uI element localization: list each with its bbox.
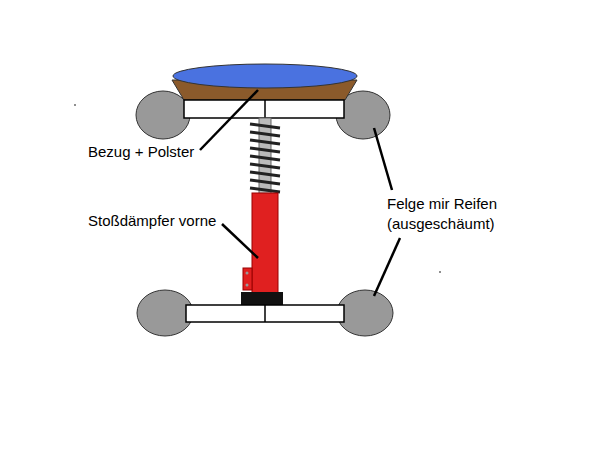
- coil-winding: [250, 180, 280, 184]
- spring-coils: [250, 124, 280, 192]
- leader-line: [374, 128, 392, 190]
- coil-winding: [250, 148, 280, 152]
- shock-absorber: [252, 193, 278, 293]
- leader-line: [200, 90, 258, 150]
- bolt: [246, 272, 249, 275]
- coil-winding: [250, 164, 280, 168]
- coil-winding: [250, 188, 280, 192]
- shock-base: [241, 292, 283, 305]
- coil-winding: [250, 140, 280, 144]
- bottom-bar: [186, 305, 344, 322]
- seat-cushion: [173, 64, 357, 88]
- tire: [136, 91, 190, 139]
- tire: [137, 290, 193, 336]
- coil-winding: [250, 124, 280, 128]
- coil-winding: [250, 132, 280, 136]
- tire: [337, 290, 393, 336]
- part-label: Bezug + Polster: [88, 142, 194, 162]
- bolt: [246, 284, 249, 287]
- top-bar: [184, 100, 344, 118]
- leader-line: [222, 224, 258, 258]
- dot: [74, 104, 76, 106]
- shock-bracket: [243, 268, 252, 290]
- leader-line: [374, 238, 400, 296]
- bar-divider: [264, 100, 266, 118]
- bar-divider: [264, 305, 266, 322]
- coil-winding: [250, 156, 280, 160]
- part-label: Felge mir Reifen (ausgeschäumt): [387, 194, 515, 234]
- dot: [439, 271, 441, 273]
- coil-winding: [250, 172, 280, 176]
- part-label: Stoßdämpfer vorne: [88, 211, 216, 231]
